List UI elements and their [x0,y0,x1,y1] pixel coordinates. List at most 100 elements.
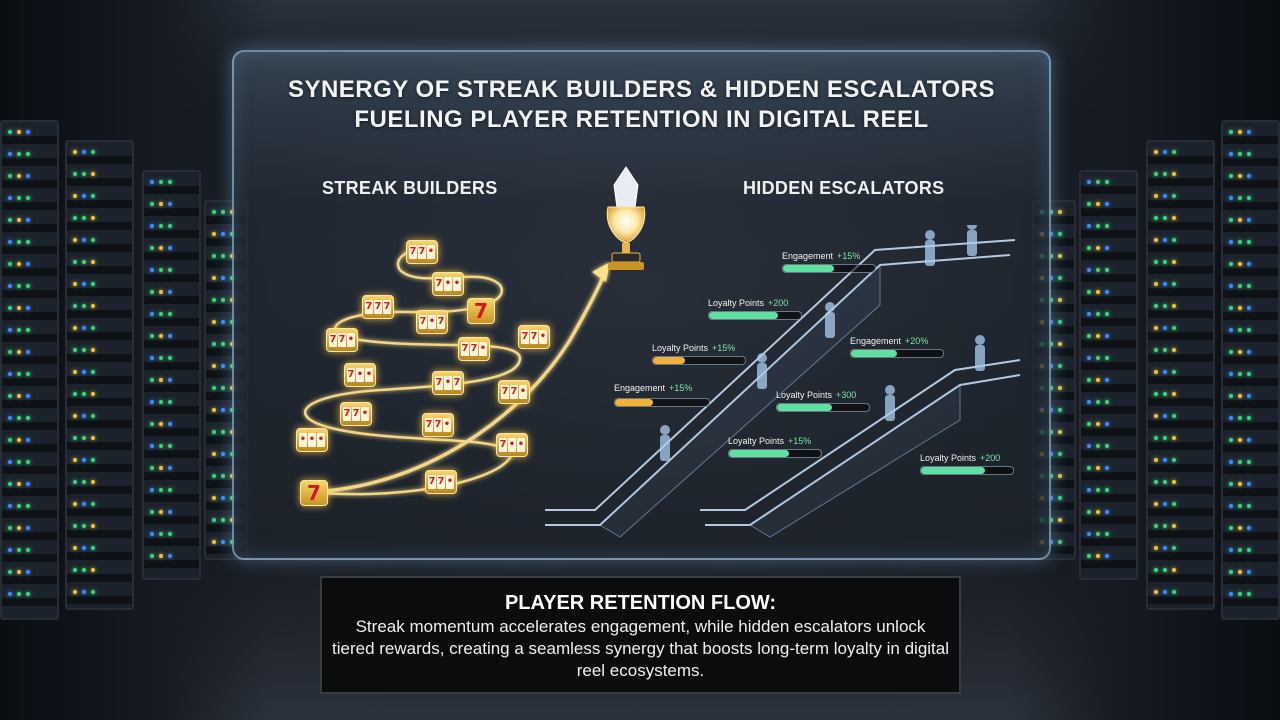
rack-led [1238,130,1242,134]
rack-led [212,254,216,258]
rack-led [221,452,225,456]
rack-led [221,342,225,346]
rack-led [1229,460,1233,464]
rack-led [1096,334,1100,338]
rack-led [91,238,95,242]
rack-led [1096,180,1100,184]
rack-led [1049,408,1053,412]
rack-led [82,194,86,198]
rack-led [82,172,86,176]
rack-led [91,150,95,154]
rack-led [1154,436,1158,440]
rack-led [26,592,30,596]
rack-led [1163,150,1167,154]
rack-led [1247,460,1251,464]
rack-led [73,458,77,462]
rack-led [91,524,95,528]
server-rack [142,170,201,580]
rack-led [1105,224,1109,228]
rack-led [1247,174,1251,178]
rack-led [73,172,77,176]
stat-loyalty-points: Loyalty Points+300 [776,390,857,400]
rack-led [26,350,30,354]
rack-led [1172,172,1176,176]
rack-led [17,218,21,222]
rack-led [1163,282,1167,286]
rack-led [221,276,225,280]
progress-bar [920,466,1014,475]
rack-led [26,526,30,530]
rack-led [1247,240,1251,244]
rack-led [1163,216,1167,220]
rack-led [212,408,216,412]
rack-led [17,328,21,332]
hidden-escalators-label: HIDDEN ESCALATORS [743,178,945,198]
rack-led [17,548,21,552]
rack-led [212,452,216,456]
rack-led [1247,548,1251,552]
rack-led [168,356,172,360]
rack-led [212,232,216,236]
rack-led [26,196,30,200]
rack-led [1172,348,1176,352]
rack-led [1163,568,1167,572]
rack-led [1058,210,1062,214]
rack-led [17,482,21,486]
rack-led [1229,504,1233,508]
rack-led [1229,350,1233,354]
rack-led [8,240,12,244]
rack-led [1087,356,1091,360]
rack-led [1163,172,1167,176]
rack-led [1238,306,1242,310]
rack-led [91,502,95,506]
rack-led [150,378,154,382]
rack-led [26,460,30,464]
rack-led [1172,304,1176,308]
rack-led [1105,290,1109,294]
rack-led [1154,238,1158,242]
stat-engagement: Engagement+15% [614,383,693,393]
rack-led [82,590,86,594]
rack-led [17,196,21,200]
rack-led [150,422,154,426]
rack-led [168,422,172,426]
rack-led [1096,400,1100,404]
rack-led [1229,592,1233,596]
rack-led [221,298,225,302]
rack-led [82,348,86,352]
rack-led [26,152,30,156]
rack-led [221,254,225,258]
rack-led [1049,364,1053,368]
info-box: PLAYER RETENTION FLOW: Streak momentum a… [320,576,961,694]
rack-led [8,174,12,178]
rack-led [8,284,12,288]
rack-led [1247,570,1251,574]
rack-led [1163,194,1167,198]
rack-led [1058,232,1062,236]
rack-led [168,488,172,492]
rack-led [1096,246,1100,250]
progress-bar [652,356,746,365]
rack-led [1049,298,1053,302]
rack-led [159,334,163,338]
rack-led [17,284,21,288]
rack-led [91,348,95,352]
rack-led [91,326,95,330]
rack-led [1163,348,1167,352]
progress-bar [708,311,802,320]
rack-led [159,488,163,492]
rack-led [212,298,216,302]
progress-bar [850,349,944,358]
rack-led [91,590,95,594]
rack-led [1229,218,1233,222]
progress-bar [728,449,822,458]
rack-led [73,282,77,286]
rack-led [1163,590,1167,594]
rack-led [82,260,86,264]
rack-led [1049,254,1053,258]
rack-led [1105,554,1109,558]
rack-led [1229,394,1233,398]
rack-led [1087,334,1091,338]
server-racks-left [0,0,270,720]
